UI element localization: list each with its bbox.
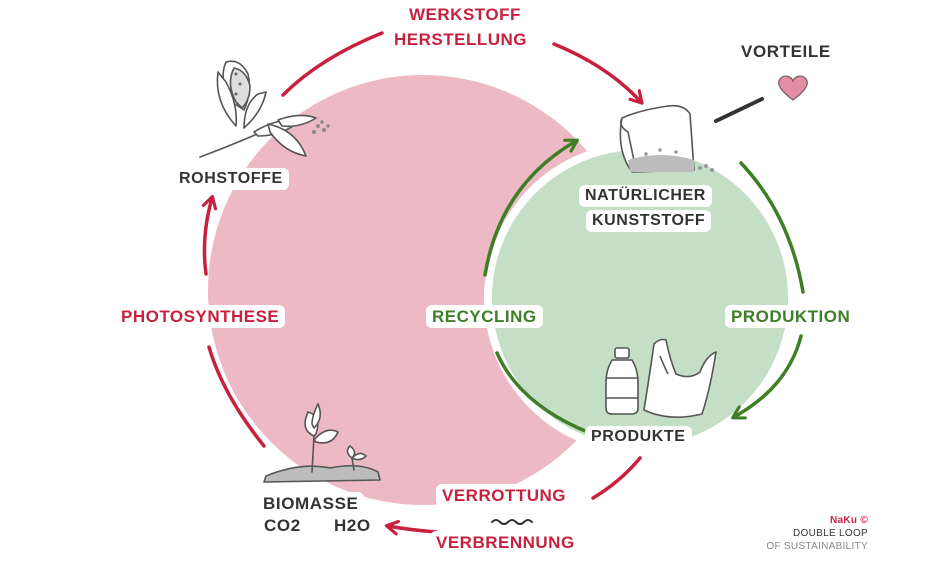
branding-block: NaKu © DOUBLE LOOP OF SUSTAINABILITY [708, 514, 868, 553]
photosynthese-label: PHOTOSYNTHESE [115, 305, 286, 328]
bioplastic-pellets-sack-icon [619, 104, 714, 173]
seedling-icon [263, 403, 381, 483]
wavy-soil-icon [491, 519, 533, 525]
arrow-kunststoff-to-produktion [739, 161, 805, 294]
inner-cycle-circle [492, 150, 788, 446]
arrow-biomasse-to-photosynthese [207, 345, 266, 448]
werkstoff-label-line1: WERKSTOFF [403, 3, 527, 26]
co2-label: CO2 [264, 516, 301, 535]
cotton-plant-icon [199, 60, 330, 158]
arrow-produktion-to-produkte [731, 334, 803, 420]
naku-copyright: NaKu © [829, 515, 868, 526]
rohstoffe-label: ROHSTOFFE [173, 168, 289, 190]
arrow-photosynthese-to-rohstoffe [201, 194, 218, 276]
arrow-produkte-to-verrottung [591, 456, 642, 500]
werkstoff-label-line2: HERSTELLUNG [388, 28, 533, 51]
bottle-icon [605, 347, 639, 415]
h2o-label: H2O [334, 516, 371, 535]
produkte-label: PRODUKTE [585, 426, 692, 448]
verrottung-label: VERROTTUNG [436, 484, 572, 507]
kunststoff-label-line2: KUNSTSTOFF [586, 210, 712, 232]
verbrennung-label: VERBRENNUNG [430, 531, 581, 554]
branding-line2: OF SUSTAINABILITY [766, 541, 868, 552]
arrow-verbrennung-to-biomasse [384, 519, 438, 536]
arrow-produkte-to-recycling [495, 351, 592, 435]
vorteile-label: VORTEILE [741, 42, 831, 61]
biomasse-label: BIOMASSE [257, 492, 365, 515]
shopping-bag-icon [643, 338, 717, 418]
vorteile-connector [714, 97, 764, 123]
arrow-rohstoffe-to-werkstoff [281, 31, 384, 97]
arrow-recycling-to-kunststoff [483, 138, 579, 277]
recycling-label: RECYCLING [426, 305, 543, 328]
arrow-werkstoff-to-kunststoff [552, 42, 644, 105]
heart-icon [778, 75, 808, 101]
branding-line1: DOUBLE LOOP [793, 528, 868, 539]
kunststoff-label-line1: NATÜRLICHER [579, 185, 712, 207]
produktion-label: PRODUKTION [725, 305, 857, 328]
